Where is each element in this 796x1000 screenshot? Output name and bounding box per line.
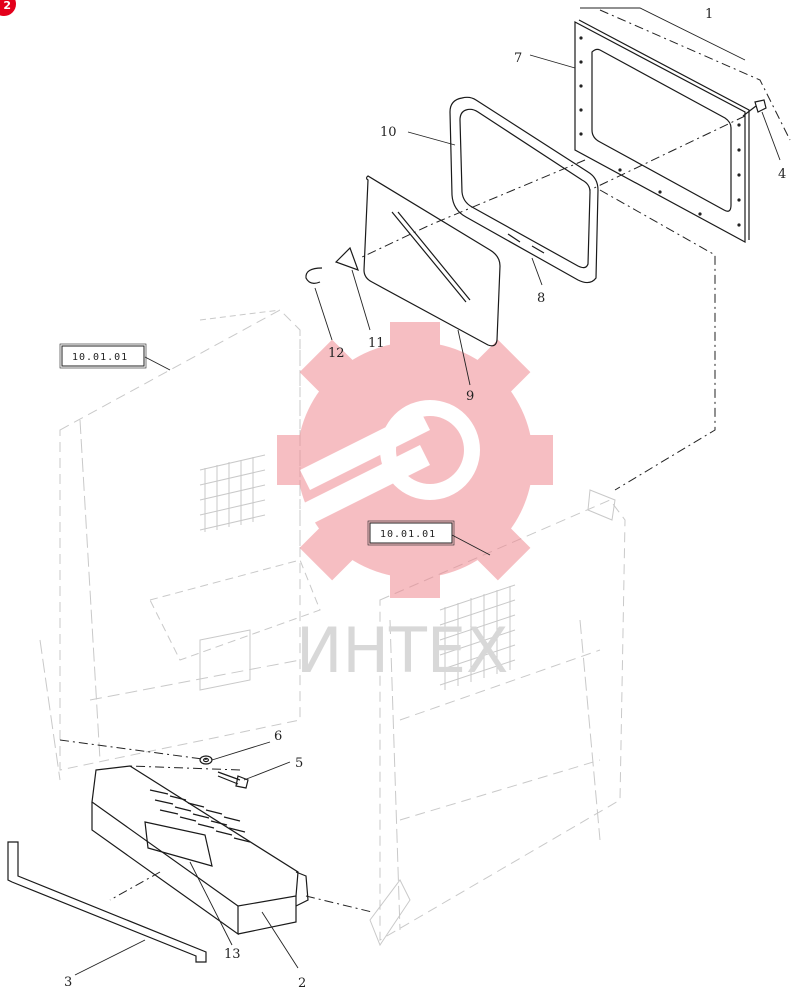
callout-13: 13 — [224, 947, 241, 962]
part-screw — [742, 99, 767, 117]
part-rod — [7, 841, 207, 963]
callout-11: 11 — [368, 336, 385, 351]
callout-labels: 1 7 4 10 8 12 11 9 6 5 13 2 3 — [64, 7, 786, 991]
watermark-text: ИНТЕХ — [296, 614, 509, 687]
reference-label-upper: 10.01.01 — [72, 352, 128, 363]
callout-9: 9 — [466, 389, 474, 404]
assembly-lines — [59, 9, 791, 913]
part-clip — [334, 246, 360, 272]
callout-10: 10 — [380, 125, 397, 140]
part-pin — [305, 267, 323, 284]
watermark-gear — [277, 322, 553, 598]
reference-box-lower: 10.01.01 — [367, 520, 455, 546]
callout-12: 12 — [328, 346, 345, 361]
reference-label-lower: 10.01.01 — [380, 529, 436, 540]
page-badge: 2 — [0, 0, 16, 16]
part-window-frame — [574, 19, 750, 244]
callout-1: 1 — [705, 7, 713, 22]
callout-2: 2 — [298, 976, 306, 991]
ghost-grille-left — [199, 454, 266, 532]
part-window-seal — [449, 96, 599, 284]
part-washer — [199, 755, 213, 765]
ghost-grille-right — [439, 584, 516, 690]
part-bolt — [217, 771, 249, 789]
leader-lines — [74, 7, 781, 976]
part-bottom-panel — [91, 765, 309, 936]
reference-box-upper: 10.01.01 — [59, 343, 147, 369]
part-glass-pane — [363, 175, 501, 347]
callout-3: 3 — [64, 975, 72, 990]
callout-4: 4 — [778, 167, 786, 182]
vent-slots — [149, 789, 251, 843]
callout-5: 5 — [295, 756, 303, 771]
callout-7: 7 — [514, 51, 522, 66]
callout-6: 6 — [274, 729, 282, 744]
callout-8: 8 — [537, 291, 545, 306]
